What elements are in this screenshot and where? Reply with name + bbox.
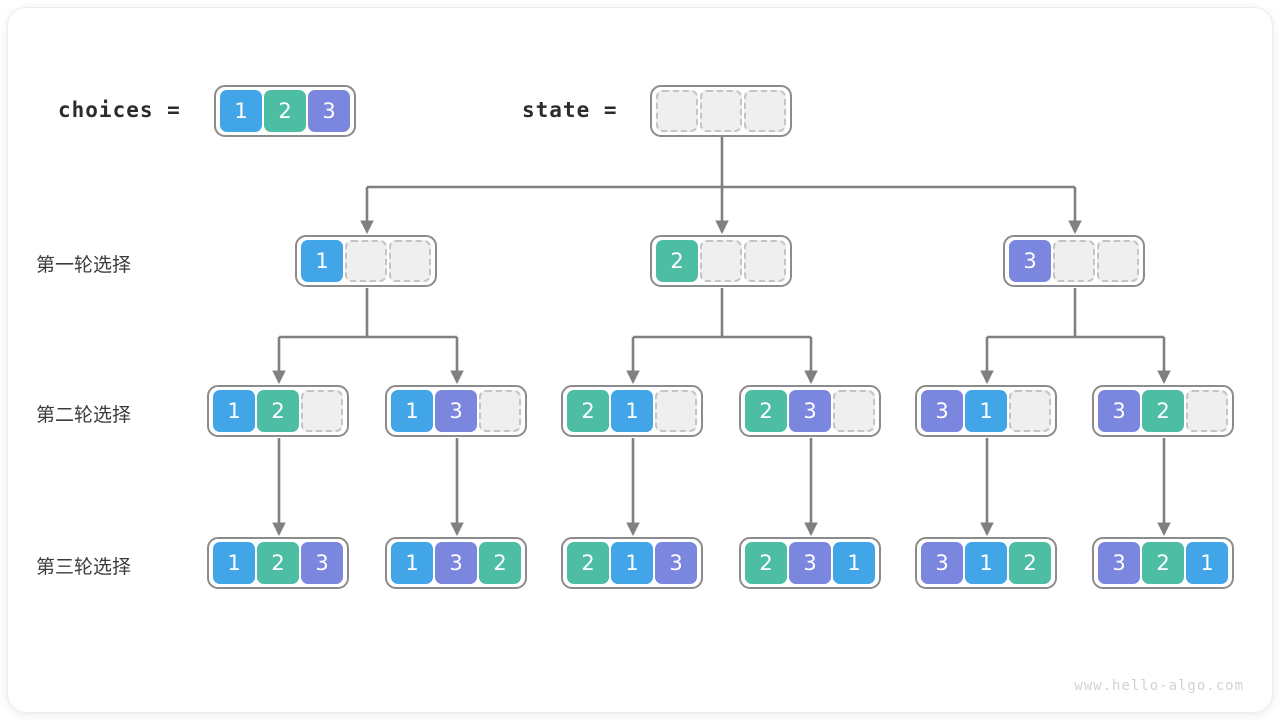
round3-6-cell-2: 2 [1142,542,1184,584]
round3-5-cell-2: 2 [1009,542,1051,584]
diagram-card [8,8,1272,712]
round2-1-cell-2: 2 [257,390,299,432]
round2-1-cell-1: 1 [213,390,255,432]
round1-3-cell-3: 3 [1009,240,1051,282]
round1-2-cell-empty [700,240,742,282]
round2-3-cell-empty [655,390,697,432]
round1-1-cell-empty [345,240,387,282]
round3-4-cell-1: 1 [833,542,875,584]
round2-4-cell-3: 3 [789,390,831,432]
round1-node-2: 2 [650,235,792,287]
round1-1-cell-1: 1 [301,240,343,282]
round3-6-cell-1: 1 [1186,542,1228,584]
state-label: state = [522,98,618,122]
round3-4-cell-2: 2 [745,542,787,584]
round1-node-1: 1 [295,235,437,287]
round3-1-cell-2: 2 [257,542,299,584]
round3-5-cell-1: 1 [965,542,1007,584]
round2-1-cell-empty [301,390,343,432]
round1-2-cell-2: 2 [656,240,698,282]
round2-5-cell-1: 1 [965,390,1007,432]
round2-2-cell-empty [479,390,521,432]
round1-3-cell-empty [1053,240,1095,282]
round2-3-cell-1: 1 [611,390,653,432]
round3-2-cell-1: 1 [391,542,433,584]
round2-4-cell-empty [833,390,875,432]
round3-3-cell-3: 3 [655,542,697,584]
round3-2-cell-3: 3 [435,542,477,584]
round3-3-cell-2: 2 [567,542,609,584]
round2-2-cell-1: 1 [391,390,433,432]
round3-6-cell-3: 3 [1098,542,1140,584]
round2-4-cell-2: 2 [745,390,787,432]
choices-label: choices = [58,98,181,122]
round2-6-cell-empty [1186,390,1228,432]
round2-2-cell-3: 3 [435,390,477,432]
choices-cell-3: 3 [308,90,350,132]
round2-6-cell-3: 3 [1098,390,1140,432]
round3-4-cell-3: 3 [789,542,831,584]
round1-2-cell-empty [744,240,786,282]
round2-5-cell-empty [1009,390,1051,432]
round3-5-cell-3: 3 [921,542,963,584]
round2-3-cell-2: 2 [567,390,609,432]
round3-1-cell-3: 3 [301,542,343,584]
round2-6-cell-2: 2 [1142,390,1184,432]
row-label-round-2: 第二轮选择 [36,404,132,426]
round2-5-cell-3: 3 [921,390,963,432]
round1-3-cell-empty [1097,240,1139,282]
round3-1-cell-1: 1 [213,542,255,584]
round1-1-cell-empty [389,240,431,282]
state-cell-empty [744,90,786,132]
round1-node-3: 3 [1003,235,1145,287]
row-label-round-1: 第一轮选择 [36,254,132,276]
row-label-round-3: 第三轮选择 [36,556,132,578]
state-array [650,85,792,137]
choices-cell-2: 2 [264,90,306,132]
choices-cell-1: 1 [220,90,262,132]
watermark: www.hello-algo.com [1074,678,1244,694]
round3-2-cell-2: 2 [479,542,521,584]
round3-3-cell-1: 1 [611,542,653,584]
state-cell-empty [656,90,698,132]
state-cell-empty [700,90,742,132]
